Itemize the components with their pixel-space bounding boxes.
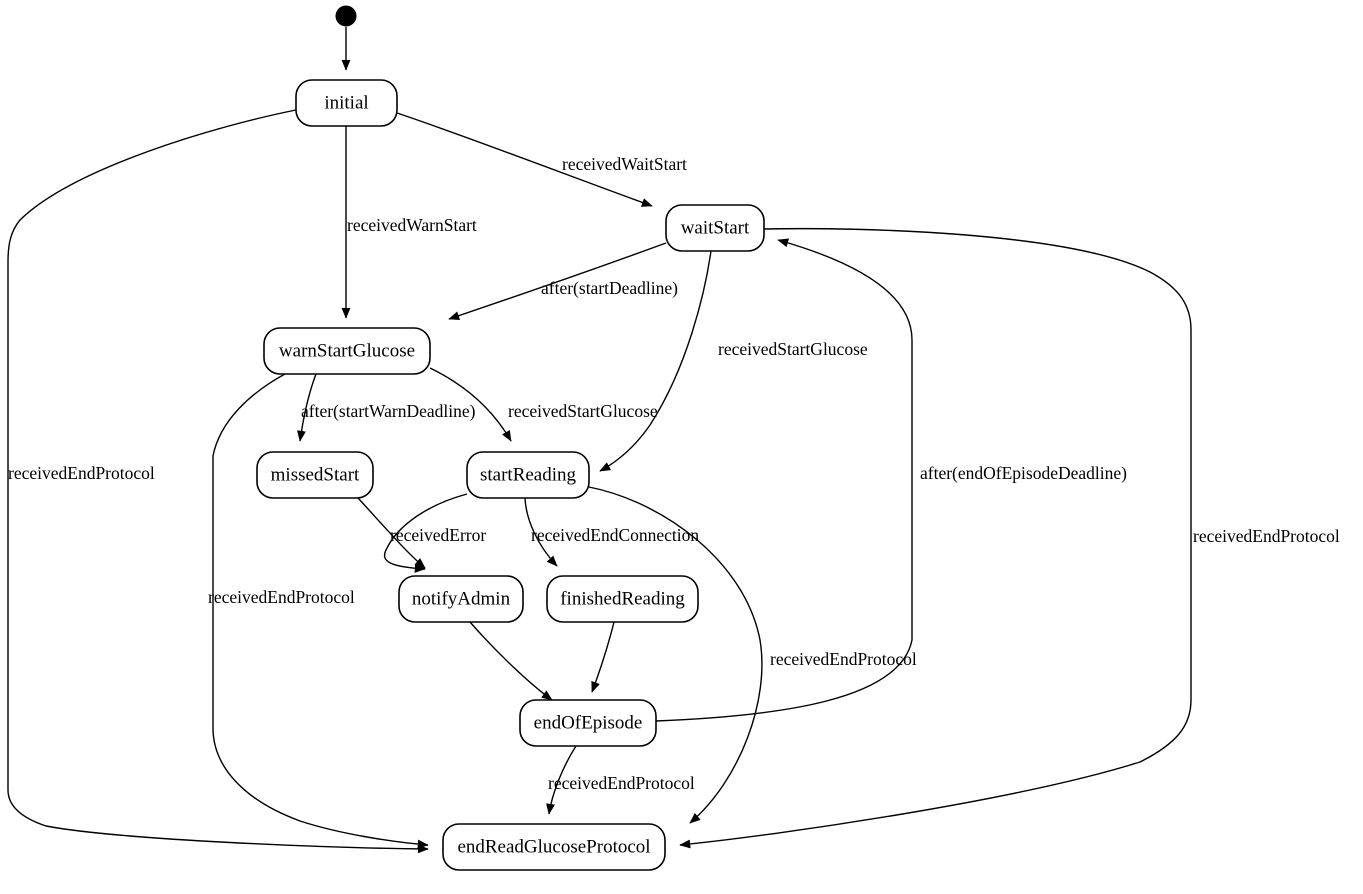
state-node-waitStart[interactable]: waitStart	[665, 204, 765, 252]
edge-endOfEpisode-to-waitStart	[655, 238, 913, 722]
state-node-finishedReading[interactable]: finishedReading	[546, 575, 699, 623]
state-label-warnStartGlucose: warnStartGlucose	[279, 340, 415, 361]
edge-label-after-endOfEpisodeDeadline: after(endOfEpisodeDeadline)	[920, 463, 1127, 483]
nodes-layer: initial waitStart warnStartGlucose misse…	[256, 5, 765, 871]
edge-label-receivedEndConnection: receivedEndConnection	[531, 525, 699, 545]
edge-label-wait-receivedStartGlucose: receivedStartGlucose	[718, 339, 868, 359]
start-state-icon[interactable]	[335, 5, 357, 27]
edge-labels-layer: receivedWaitStart receivedWarnStart rece…	[8, 154, 1340, 793]
edge-finishedReading-to-endOfEpisode	[591, 621, 615, 693]
edge-startReading-to-endReadGlucoseProtocol	[588, 486, 763, 824]
edge-startReading-to-finishedReading	[524, 497, 558, 567]
edge-waitStart-to-warnStartGlucose	[448, 242, 667, 320]
state-label-endOfEpisode: endOfEpisode	[534, 712, 643, 733]
state-label-initial: initial	[324, 92, 368, 113]
state-label-finishedReading: finishedReading	[560, 588, 685, 609]
edge-warnStartGlucose-to-endReadGlucoseProtocol	[212, 373, 429, 849]
edge-label-after-startWarnDeadline: after(startWarnDeadline)	[301, 401, 476, 421]
edge-label-warn-receivedEndProtocol: receivedEndProtocol	[208, 587, 355, 607]
edge-warnStartGlucose-to-missedStart	[296, 373, 317, 442]
state-node-endReadGlucoseProtocol[interactable]: endReadGlucoseProtocol	[442, 823, 666, 871]
edge-label-warn-receivedStartGlucose: receivedStartGlucose	[508, 401, 658, 421]
edge-waitStart-to-startReading	[599, 250, 712, 472]
edge-label-receivedWaitStart: receivedWaitStart	[562, 154, 687, 174]
edge-label-after-startDeadline: after(startDeadline)	[541, 278, 678, 298]
state-node-warnStartGlucose[interactable]: warnStartGlucose	[263, 327, 431, 375]
edge-label-endOfEpisode-receivedEndProtocol: receivedEndProtocol	[548, 773, 695, 793]
state-label-notifyAdmin: notifyAdmin	[412, 588, 511, 609]
edge-label-startReading-receivedEndProtocol: receivedEndProtocol	[770, 649, 917, 669]
state-label-waitStart: waitStart	[681, 217, 750, 238]
edge-waitStart-to-endReadGlucoseProtocol	[679, 227, 1192, 849]
edge-warnStartGlucose-to-startReading	[429, 367, 512, 442]
edge-label-receivedError: receivedError	[390, 525, 486, 545]
edge-initial-to-endReadGlucoseProtocol	[7, 109, 429, 854]
edge-label-initial-receivedEndProtocol: receivedEndProtocol	[8, 463, 155, 483]
state-node-missedStart[interactable]: missedStart	[256, 451, 374, 499]
edge-notifyAdmin-to-endOfEpisode	[469, 621, 553, 701]
state-node-startReading[interactable]: startReading	[466, 451, 590, 499]
edge-label-wait-receivedEndProtocol: receivedEndProtocol	[1193, 526, 1340, 546]
state-node-notifyAdmin[interactable]: notifyAdmin	[398, 575, 524, 623]
edge-endOfEpisode-to-endReadGlucoseProtocol	[546, 745, 577, 815]
state-label-missedStart: missedStart	[271, 464, 360, 485]
state-label-endReadGlucoseProtocol: endReadGlucoseProtocol	[457, 836, 650, 857]
edge-label-receivedWarnStart: receivedWarnStart	[347, 215, 477, 235]
state-node-endOfEpisode[interactable]: endOfEpisode	[519, 699, 657, 747]
state-node-initial[interactable]: initial	[295, 79, 398, 127]
state-label-startReading: startReading	[480, 464, 577, 485]
edge-initial-to-waitStart	[396, 112, 653, 207]
edges-layer	[7, 27, 1192, 854]
edge-startReading-to-notifyAdmin	[383, 493, 468, 573]
